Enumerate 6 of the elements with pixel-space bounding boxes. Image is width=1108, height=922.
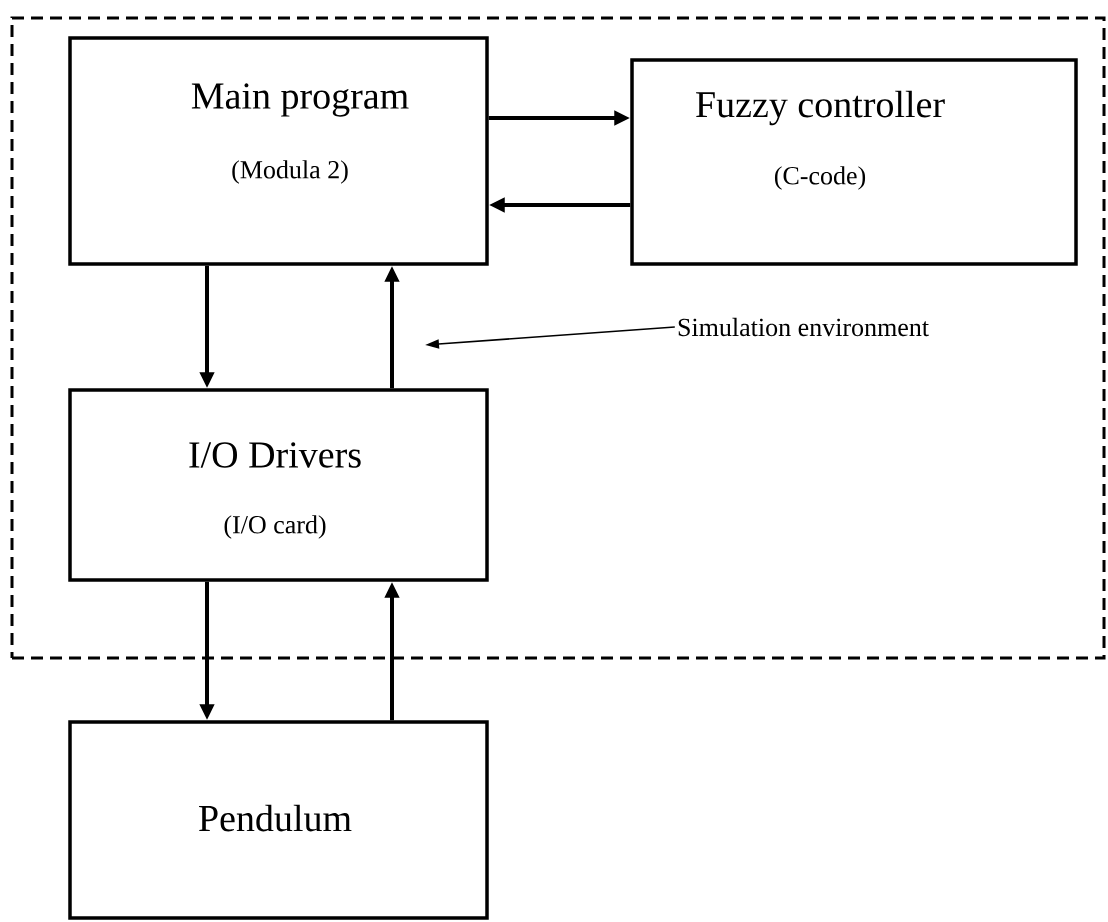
process-box: I/O Drivers (I/O card) <box>68 388 489 582</box>
process-box: Fuzzy controller (C-code) <box>630 58 1078 266</box>
process-box: Pendulum <box>68 720 489 920</box>
process-box: Main program (Modula 2) <box>68 36 489 266</box>
dashed-boundary <box>10 16 1106 660</box>
annotation-text: Simulation environment <box>678 317 929 337</box>
